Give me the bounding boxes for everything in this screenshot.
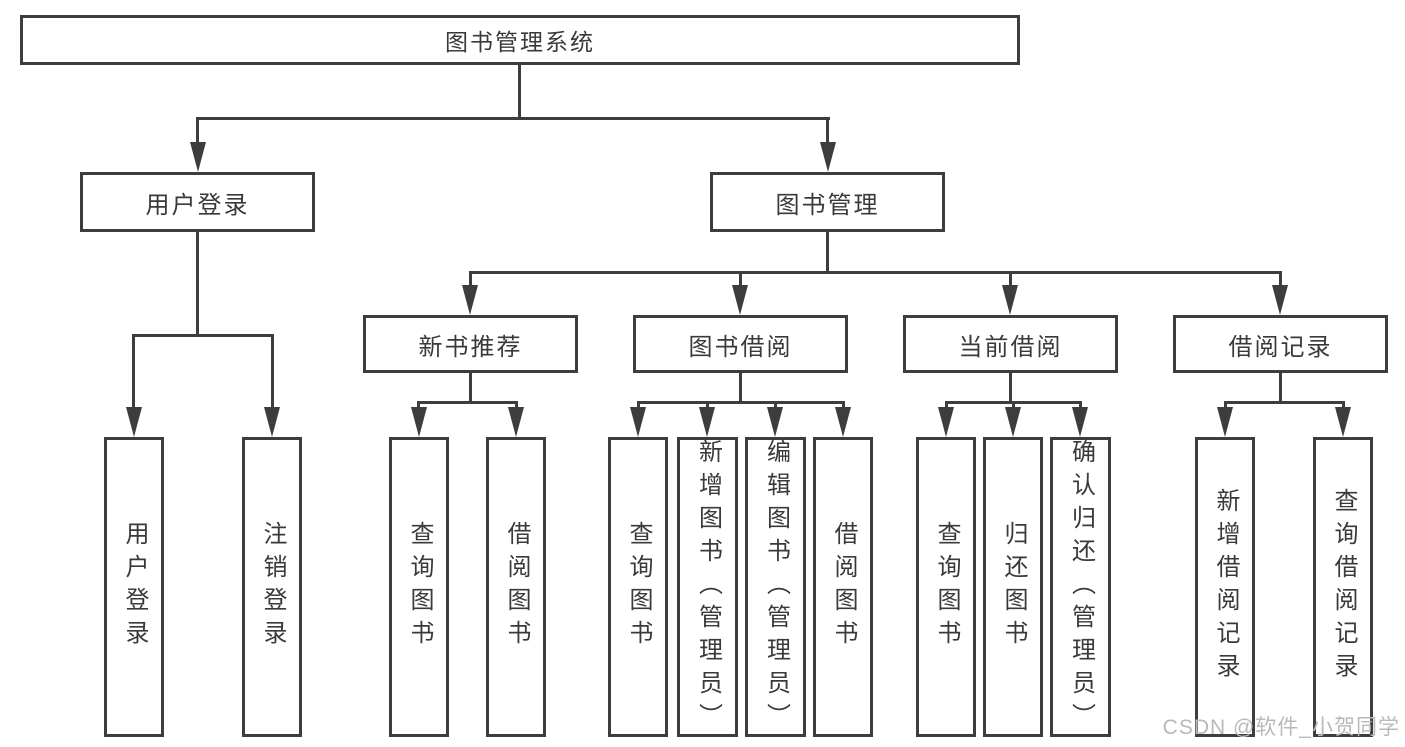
node-new-book-recommendation: 新书推荐 xyxy=(363,315,578,373)
leaf-label: 编辑图书（管理员） xyxy=(762,438,790,736)
connector-level3-bus xyxy=(469,271,1282,274)
arrowhead xyxy=(1005,407,1021,437)
connector-drop xyxy=(1279,271,1282,287)
node-book-management-label: 图书管理 xyxy=(775,191,880,219)
connector-drop xyxy=(945,401,948,409)
leaf-query-books-borrowing: 查询图书 xyxy=(608,437,668,737)
connector-bus xyxy=(637,401,845,404)
node-user-login: 用户登录 xyxy=(80,172,315,232)
node-label: 借阅记录 xyxy=(1228,333,1333,361)
arrowhead xyxy=(411,407,427,437)
arrowhead xyxy=(462,285,478,315)
connector-level2-bus xyxy=(196,117,830,120)
connector-drop-user-login xyxy=(196,117,199,145)
leaf-label: 用户登录 xyxy=(121,521,148,653)
leaf-add-borrow-record: 新增借阅记录 xyxy=(1195,437,1255,737)
arrowhead xyxy=(1272,285,1288,315)
leaf-query-books-recommend: 查询图书 xyxy=(389,437,449,737)
connector-drop xyxy=(739,271,742,287)
connector-drop xyxy=(1224,401,1227,409)
arrowhead xyxy=(699,407,715,437)
connector-stem xyxy=(1279,373,1282,403)
connector-drop xyxy=(132,334,135,408)
arrowhead xyxy=(1002,285,1018,315)
leaf-borrow-books-borrowing: 借阅图书 xyxy=(813,437,873,737)
leaf-confirm-return-admin: 确认归还（管理员） xyxy=(1050,437,1111,737)
node-borrowing-records: 借阅记录 xyxy=(1173,315,1388,373)
arrowhead xyxy=(732,285,748,315)
connector-stem xyxy=(1009,373,1012,403)
leaf-return-books: 归还图书 xyxy=(983,437,1043,737)
leaf-label: 确认归还（管理员） xyxy=(1067,438,1095,736)
leaf-label: 查询图书 xyxy=(933,521,960,653)
node-user-login-label: 用户登录 xyxy=(145,191,250,219)
leaf-label: 新增借阅记录 xyxy=(1212,488,1239,686)
leaf-edit-books-admin: 编辑图书（管理员） xyxy=(745,437,806,737)
arrowhead xyxy=(126,407,142,437)
leaf-query-books-current: 查询图书 xyxy=(916,437,976,737)
leaf-label: 查询图书 xyxy=(406,521,433,653)
connector-bus xyxy=(417,401,518,404)
leaf-borrow-books-recommend: 借阅图书 xyxy=(486,437,546,737)
arrowhead xyxy=(1217,407,1233,437)
node-book-borrowing: 图书借阅 xyxy=(633,315,848,373)
node-label: 新书推荐 xyxy=(418,333,523,361)
arrowhead xyxy=(630,407,646,437)
connector-drop xyxy=(271,334,274,408)
connector-stem xyxy=(469,373,472,403)
leaf-user-login: 用户登录 xyxy=(104,437,164,737)
leaf-query-borrow-record: 查询借阅记录 xyxy=(1313,437,1373,737)
node-root: 图书管理系统 xyxy=(20,15,1020,65)
arrowhead xyxy=(264,407,280,437)
leaf-label: 借阅图书 xyxy=(830,521,857,653)
arrowhead xyxy=(1335,407,1351,437)
node-label: 当前借阅 xyxy=(958,333,1063,361)
connector-drop xyxy=(842,401,845,409)
leaf-label: 注销登录 xyxy=(259,521,286,653)
node-root-label: 图书管理系统 xyxy=(445,29,595,55)
csdn-watermark: CSDN @软件_小贺同学 xyxy=(1162,716,1400,739)
connector-drop xyxy=(1009,271,1012,287)
connector-drop xyxy=(1079,401,1082,409)
connector-drop xyxy=(515,401,518,409)
connector-drop xyxy=(774,401,777,409)
connector-root-stem xyxy=(518,65,521,119)
node-current-borrowing: 当前借阅 xyxy=(903,315,1118,373)
arrowhead xyxy=(835,407,851,437)
arrowhead xyxy=(938,407,954,437)
arrowhead xyxy=(508,407,524,437)
connector-user-bus xyxy=(132,334,274,337)
leaf-add-books-admin: 新增图书（管理员） xyxy=(677,437,738,737)
connector-bus xyxy=(1224,401,1345,404)
arrowhead xyxy=(820,142,836,172)
connector-drop xyxy=(706,401,709,409)
leaf-label: 查询图书 xyxy=(625,521,652,653)
arrowhead xyxy=(190,142,206,172)
connector-stem xyxy=(739,373,742,403)
leaf-label: 归还图书 xyxy=(1000,521,1027,653)
connector-drop xyxy=(417,401,420,409)
leaf-label: 查询借阅记录 xyxy=(1330,488,1357,686)
leaf-label: 借阅图书 xyxy=(503,521,530,653)
connector-user-stem xyxy=(196,232,199,336)
connector-drop xyxy=(469,271,472,287)
arrowhead xyxy=(767,407,783,437)
connector-drop xyxy=(1342,401,1345,409)
connector-drop xyxy=(637,401,640,409)
connector-mgmt-stem xyxy=(826,232,829,273)
leaf-logout: 注销登录 xyxy=(242,437,302,737)
arrowhead xyxy=(1072,407,1088,437)
connector-drop xyxy=(1012,401,1015,409)
leaf-label: 新增图书（管理员） xyxy=(694,438,722,736)
node-label: 图书借阅 xyxy=(688,333,793,361)
connector-drop-book-mgmt xyxy=(826,117,829,145)
node-book-management: 图书管理 xyxy=(710,172,945,232)
